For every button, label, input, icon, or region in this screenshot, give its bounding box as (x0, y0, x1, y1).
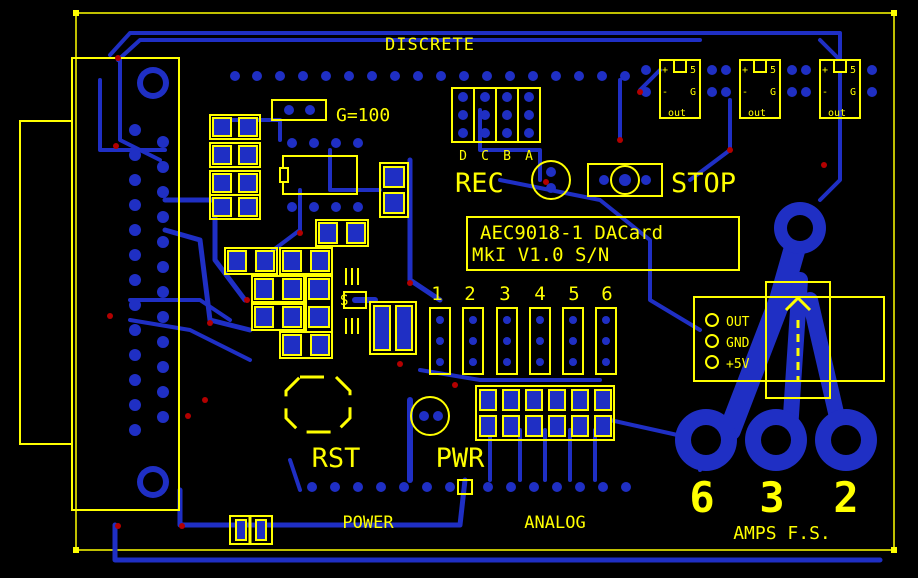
copper-traces (98, 31, 883, 563)
regulator-1: + 5 - G out (641, 59, 717, 119)
svg-text:5: 5 (770, 65, 776, 76)
sensor-pin-5v: +5V (726, 357, 750, 372)
svg-text:2: 2 (464, 283, 475, 305)
sensor-pin-gnd: GND (726, 336, 750, 351)
vias (107, 55, 827, 529)
opamp-ic (279, 138, 363, 212)
svg-text:+: + (742, 65, 748, 76)
gain-jumper: G=100 (271, 99, 390, 126)
bit-label-a: A (525, 149, 533, 164)
address-switch: D C B A (451, 87, 541, 164)
range-3a: 3 (759, 473, 784, 522)
svg-text:5: 5 (850, 65, 856, 76)
regulator-2: + 5 - G out (721, 59, 797, 119)
svg-text:5: 5 (568, 283, 579, 305)
diode (229, 515, 273, 545)
bit-label-b: B (503, 149, 511, 164)
discrete-label: DISCRETE (385, 35, 475, 55)
range-6a: 6 (689, 473, 714, 522)
svg-text:out: out (748, 108, 766, 119)
svg-text:out: out (668, 108, 686, 119)
svg-text:4: 4 (534, 283, 545, 305)
svg-text:1: 1 (431, 283, 442, 305)
smd-components: S (209, 114, 417, 359)
svg-text:-: - (662, 87, 668, 98)
svg-text:G: G (690, 87, 696, 98)
rst-label: RST (312, 443, 361, 474)
bit-label-c: C (481, 149, 489, 164)
channel-selector: 1 2 3 4 5 6 (429, 283, 617, 441)
power-led: PWR (410, 396, 486, 474)
range-2a: 2 (833, 473, 858, 522)
svg-text:6: 6 (601, 283, 612, 305)
svg-text:-: - (742, 87, 748, 98)
svg-text:G: G (850, 87, 856, 98)
gain-label: G=100 (336, 105, 390, 126)
current-sensor: OUT GND +5V (693, 281, 885, 399)
discrete-header: DISCRETE (230, 35, 630, 81)
svg-text:+: + (822, 65, 828, 76)
regulator-3: + 5 - G out (801, 59, 877, 119)
stop-label: STOP (671, 168, 736, 199)
svg-text:5: 5 (690, 65, 696, 76)
corner-marker (73, 547, 79, 553)
db-connector (19, 57, 180, 511)
title-line-1: AEC9018-1 DACard (480, 222, 663, 244)
small-s-label: S (340, 293, 348, 309)
sensor-pin-out: OUT (726, 315, 750, 330)
pwr-label: PWR (436, 443, 486, 474)
rec-label: REC (455, 168, 504, 199)
amps-fs-label: AMPS F.S. (733, 523, 831, 544)
board-outline (75, 12, 895, 551)
svg-text:G: G (770, 87, 776, 98)
svg-text:3: 3 (499, 283, 510, 305)
svg-text:+: + (662, 65, 668, 76)
power-header: POWER (307, 479, 473, 533)
rec-stop-area: REC STOP (455, 160, 736, 200)
analog-header: ANALOG (483, 482, 631, 533)
reset-button: RST (284, 375, 361, 474)
range-terminals: 6 3 2 AMPS F.S. (675, 202, 877, 544)
board-title: AEC9018-1 DACard MkI V1.0 S/N (466, 216, 740, 271)
analog-label: ANALOG (524, 513, 585, 533)
svg-text:-: - (822, 87, 828, 98)
corner-marker (73, 10, 79, 16)
corner-marker (891, 10, 897, 16)
title-line-2: MkI V1.0 S/N (472, 244, 609, 266)
bit-label-d: D (459, 149, 467, 164)
svg-text:out: out (828, 108, 846, 119)
corner-marker (891, 547, 897, 553)
power-label: POWER (342, 513, 394, 533)
